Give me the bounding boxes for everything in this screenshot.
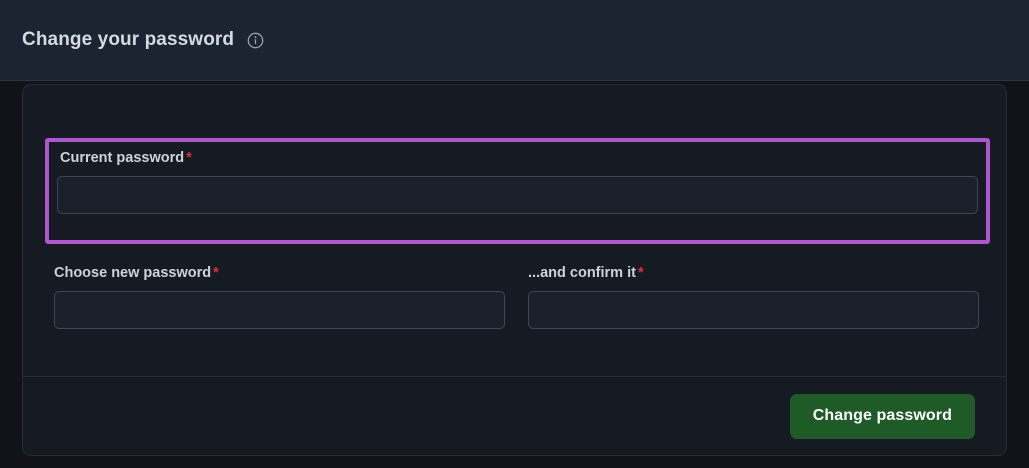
confirm-password-label-text: ...and confirm it bbox=[528, 265, 636, 281]
page-header: Change your password bbox=[0, 0, 1029, 81]
card-footer: Change password bbox=[23, 376, 1006, 455]
new-password-label-text: Choose new password bbox=[54, 265, 212, 281]
required-asterisk: * bbox=[637, 265, 644, 281]
current-password-label-text: Current password bbox=[60, 150, 185, 166]
page-title: Change your password bbox=[22, 29, 235, 50]
change-password-card: Current password* Choose new password* .… bbox=[22, 84, 1007, 456]
confirm-password-label: ...and confirm it* bbox=[528, 265, 979, 281]
required-asterisk: * bbox=[213, 265, 219, 281]
new-password-input[interactable] bbox=[54, 291, 505, 329]
confirm-password-field: ...and confirm it* bbox=[528, 265, 979, 329]
confirm-password-input[interactable] bbox=[528, 291, 979, 329]
current-password-field-highlight: Current password* bbox=[45, 138, 990, 244]
current-password-label: Current password* bbox=[60, 150, 978, 166]
info-circle-icon[interactable] bbox=[247, 32, 264, 49]
new-password-row: Choose new password* ...and confirm it* bbox=[54, 265, 979, 329]
new-password-field: Choose new password* bbox=[54, 265, 505, 329]
card-body: Current password* Choose new password* .… bbox=[23, 85, 1006, 376]
current-password-input[interactable] bbox=[57, 176, 978, 214]
change-password-button[interactable]: Change password bbox=[789, 393, 975, 439]
new-password-label: Choose new password* bbox=[54, 265, 505, 281]
required-asterisk: * bbox=[186, 150, 192, 166]
